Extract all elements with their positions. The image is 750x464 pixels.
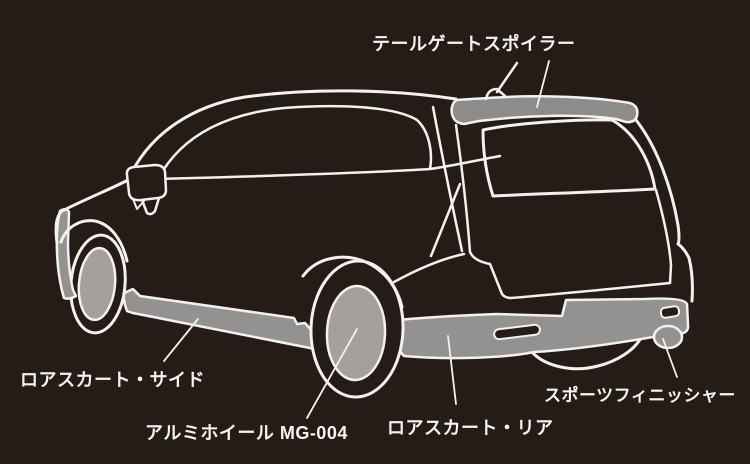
front-wheel-arch [59,219,129,263]
tailgate-right-edge [654,188,673,285]
mirror-base [140,196,161,216]
leader-alloy-wheel [306,328,358,419]
rear-skirt-slot [493,323,541,341]
leader-tailgate-spoiler [536,60,550,108]
label-lower-skirt-rear: ロアスカート・リア [387,418,554,438]
beltline [428,154,502,171]
leader-lower-skirt-side [163,318,199,362]
c-pillar-line [429,182,462,258]
sports-finisher-part [652,324,684,350]
antenna-base [484,87,507,101]
rear-window [481,118,657,198]
body-silhouette-hood-roof [54,89,458,245]
finisher-cutout [659,305,681,319]
side-window [156,104,433,181]
tailgate-spoiler-part [450,95,639,126]
body-silhouette-right [634,118,694,303]
quarter-panel-crease [392,252,466,284]
label-sports-finisher: スポーツフィニッシャー [544,385,736,405]
far-rear-tire-arc [529,336,643,371]
leader-lower-skirt-rear [447,335,457,405]
front-corner-lip-part [55,208,78,300]
front-wheel-face [77,246,117,322]
leader-sports-finisher [662,338,678,378]
mirror-base-flap [132,198,145,210]
d-pillar-crease [431,105,464,253]
rear-wheel-arch [301,255,404,309]
side-mirror [125,163,168,202]
label-alloy-wheel: アルミホイール MG-004 [145,423,348,443]
antenna-rod [495,61,519,94]
label-lower-skirt-side: ロアスカート・サイド [20,370,205,390]
tailgate-edge [454,123,672,300]
label-tailgate-spoiler: テールゲートスポイラー [372,33,576,54]
